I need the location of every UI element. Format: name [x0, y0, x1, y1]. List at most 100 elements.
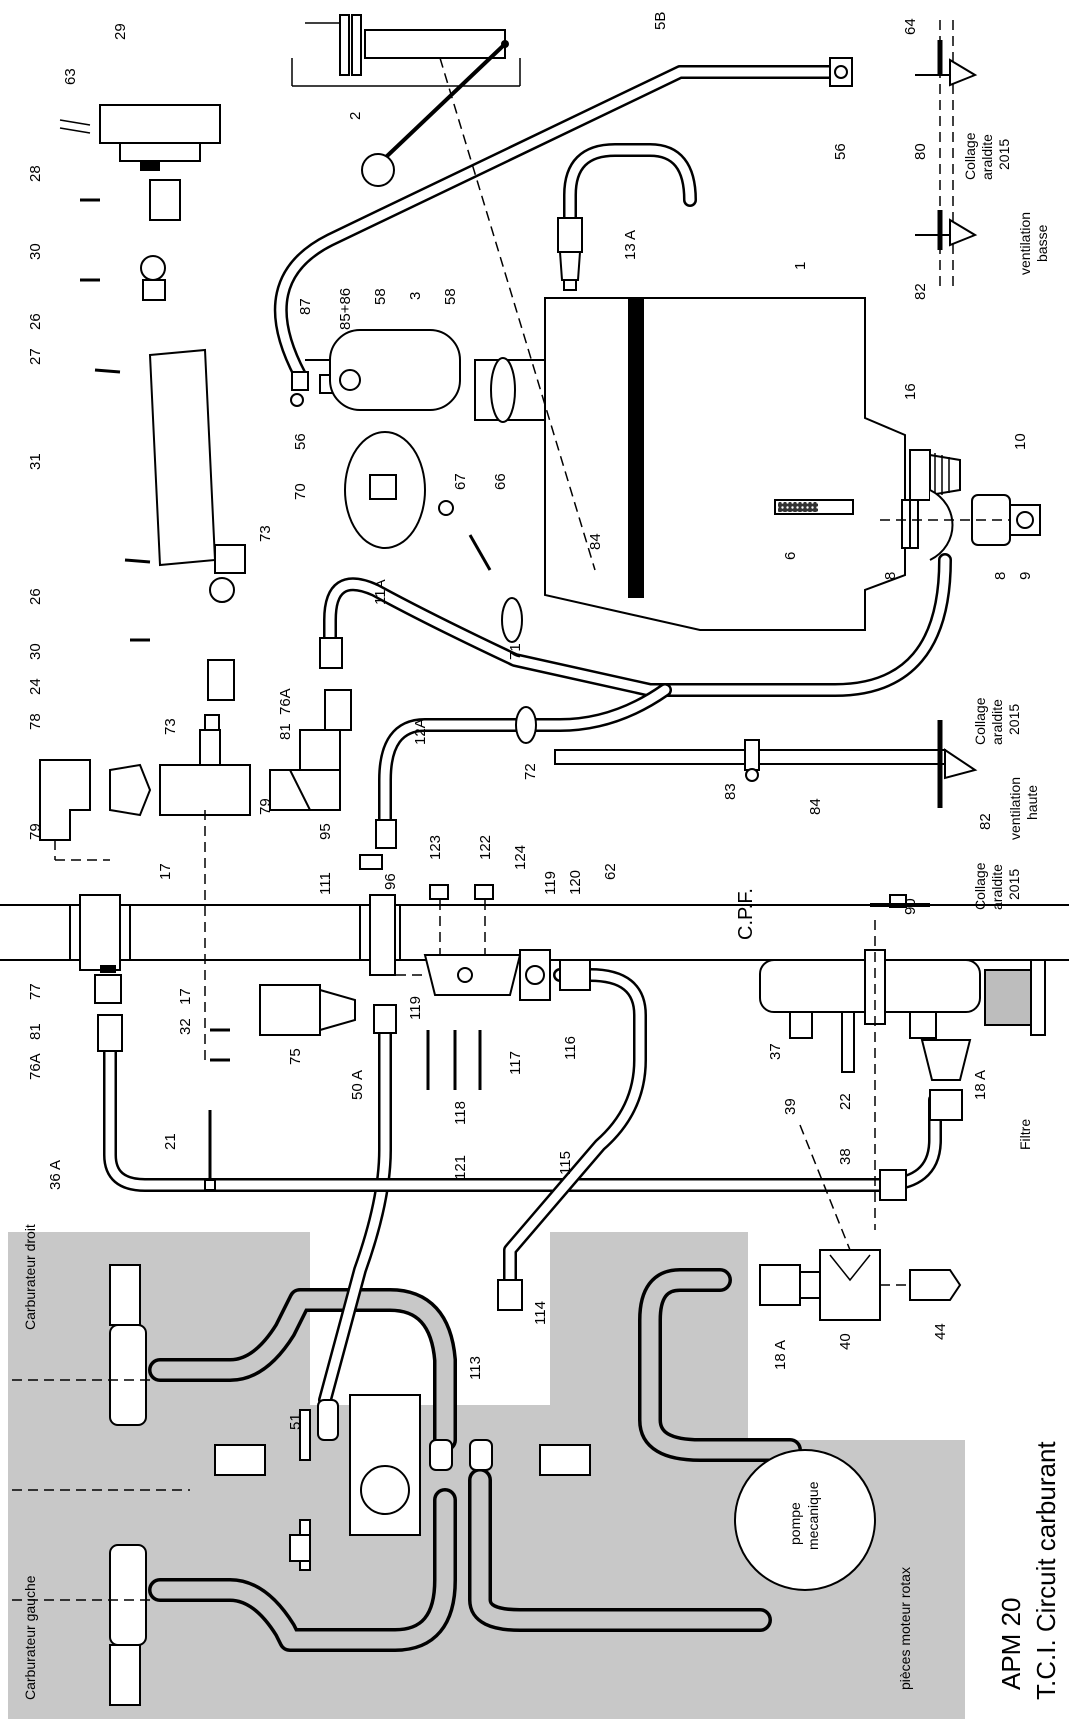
callout: 24 [27, 678, 44, 695]
callout: 70 [292, 483, 309, 500]
svg-text:2015: 2015 [1006, 704, 1022, 735]
svg-text:2015: 2015 [996, 139, 1012, 170]
callout: 66 [492, 473, 509, 490]
valve-assembly-73 [39, 689, 352, 1060]
tee-40 [759, 1124, 962, 1321]
callout: 62 [602, 863, 619, 880]
callout: 113 [467, 1356, 484, 1380]
cpf-label: C.P.F. [735, 888, 757, 940]
callout: 64 [902, 18, 919, 35]
engine-parts-label: pièces moteur rotax [897, 1567, 913, 1690]
callout: 90 [902, 898, 919, 915]
filter-label: Filtre [1017, 1119, 1033, 1150]
callout: 80 [912, 143, 929, 160]
callout: 71 [507, 643, 524, 660]
callout: 29 [112, 23, 129, 40]
callout: 84 [587, 533, 604, 550]
vent-high [554, 720, 978, 808]
callout: 30 [27, 243, 44, 260]
misc-bits [290, 329, 930, 908]
callout: 123 [427, 835, 444, 860]
hose-11a [319, 553, 952, 697]
callout: 56 [292, 433, 309, 450]
callout: 13 A [622, 230, 639, 260]
tank-neck-mouth [490, 357, 516, 423]
callout: 17 [157, 863, 174, 880]
bracket-117 [380, 900, 591, 1001]
callout: 5B [652, 12, 669, 30]
vent-tube-5b [273, 57, 853, 571]
callout: 58 [442, 288, 459, 305]
callout: 8 [882, 572, 899, 580]
callout: 1 [792, 262, 809, 270]
filter-body [984, 969, 1032, 1026]
callout: 27 [27, 348, 44, 365]
callout: 36 A [47, 1160, 64, 1190]
callout: 6 [782, 552, 799, 560]
inspection-cover [344, 431, 492, 571]
hose-50a [317, 1004, 397, 1441]
callout: 83 [722, 783, 739, 800]
callout: 77 [27, 983, 44, 1000]
callout: 18 A [772, 1340, 789, 1370]
callout: 51 [287, 1413, 304, 1430]
firewall-fittings [69, 854, 494, 976]
callout: 120 [567, 870, 584, 895]
callout: 32 [177, 1018, 194, 1035]
callout: 18 A [972, 1070, 989, 1100]
engine-hoses [12, 1264, 876, 1706]
hose-36a [97, 1014, 942, 1201]
svg-text:Collage: Collage [962, 132, 978, 180]
callout: 38 [837, 1148, 854, 1165]
cable-parts [59, 104, 246, 701]
callout: 122 [477, 835, 494, 860]
callout: 96 [382, 873, 399, 890]
svg-text:araldite: araldite [979, 134, 995, 180]
callout: 82 [977, 813, 994, 830]
callout: 111 [317, 872, 334, 895]
carb-right-flange [109, 1544, 147, 1646]
callout: 118 [452, 1101, 469, 1125]
callout: 95 [317, 823, 334, 840]
callout: 81 [27, 1023, 44, 1040]
cap-ball [361, 153, 395, 187]
callout: 12A [412, 718, 429, 745]
title-block: APM 20 T.C.I. Circuit carburant [996, 1441, 1061, 1700]
callout: 73 [162, 718, 179, 735]
svg-text:basse: basse [1034, 224, 1050, 262]
callout: 22 [837, 1093, 854, 1110]
notes: Carburateur droit Carburateur gauche piè… [22, 132, 1050, 1700]
small-parts [94, 965, 482, 1191]
hose-12a [375, 683, 672, 849]
callout: 21 [162, 1133, 179, 1150]
callout: 119 [407, 996, 424, 1020]
callout: 124 [512, 845, 529, 870]
filter-assembly [759, 920, 1046, 1230]
svg-text:2015: 2015 [1006, 869, 1022, 900]
callout: 58 [372, 288, 389, 305]
svg-text:araldite: araldite [989, 699, 1005, 745]
callout: 121 [452, 1155, 469, 1180]
callout: 87 [297, 298, 314, 315]
svg-text:Collage: Collage [972, 697, 988, 745]
callout: 76A [277, 688, 294, 715]
callout: 26 [27, 588, 44, 605]
callout: 63 [62, 68, 79, 85]
fuel-tank [544, 297, 906, 631]
hose-115 [497, 968, 647, 1311]
vent-low [915, 20, 978, 290]
callout: 30 [27, 643, 44, 660]
callout: 50 A [349, 1070, 366, 1100]
title-line1: APM 20 [996, 1598, 1026, 1691]
callout: 31 [27, 453, 44, 470]
tank-collector-3 [329, 329, 461, 411]
mechanical-pump [734, 1449, 876, 1591]
hose-13a [557, 143, 697, 291]
svg-text:ventilation: ventilation [1017, 212, 1033, 275]
callout: 56 [832, 143, 849, 160]
callout: 79 [257, 798, 274, 815]
callout: 85+86 [337, 288, 354, 330]
callout: 17 [177, 988, 194, 1005]
callout: 3 [407, 292, 424, 300]
